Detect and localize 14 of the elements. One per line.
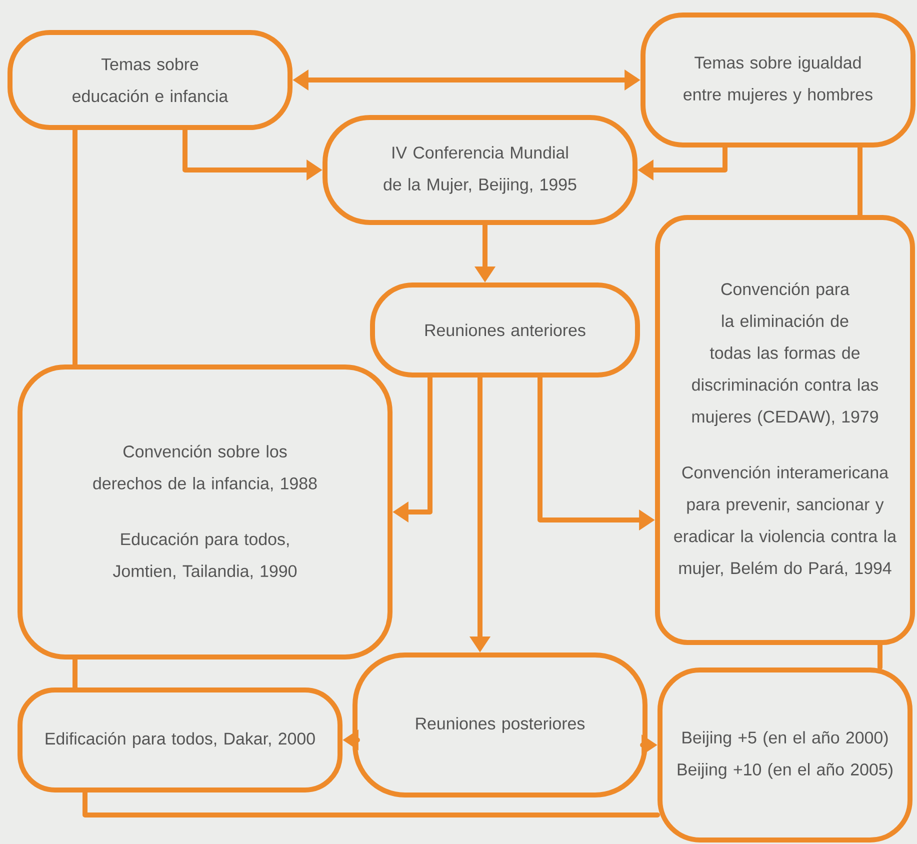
- rounded-box: Beijing +5 (en el año 2000) Beijing +10 (en el año 2005): [658, 668, 912, 842]
- rounded-box: Edificación para todos, Dakar, 2000: [18, 688, 342, 792]
- rounded-box: Reuniones anteriores: [370, 282, 640, 378]
- connector-line: [878, 642, 882, 670]
- connector-line: [858, 145, 862, 218]
- rounded-box: Convención sobre los derechos de la infancia, 1988 Educación para todos, Jomtien, Tailandia, 1990: [18, 364, 392, 660]
- connector-line: [72, 128, 78, 367]
- connector-line: [72, 657, 78, 690]
- rounded-box: Reuniones posteriores: [352, 652, 648, 798]
- rounded-box: IV Conferencia Mundial de la Mujer, Beijing, 1995: [322, 115, 638, 225]
- connector-line: [82, 790, 660, 818]
- rounded-box: Temas sobre educación e infancia: [8, 30, 292, 130]
- rounded-box: Convención para la eliminación de todas las formas de discriminación contra las mujeres (CEDAW), 1979 Convención interamericana para prevenir, sancionar y eradicar la violencia contra la mujer, Belém do Pará, 1994: [655, 215, 915, 645]
- rounded-box: Temas sobre igualdad entre mujeres y hombres: [640, 12, 916, 148]
